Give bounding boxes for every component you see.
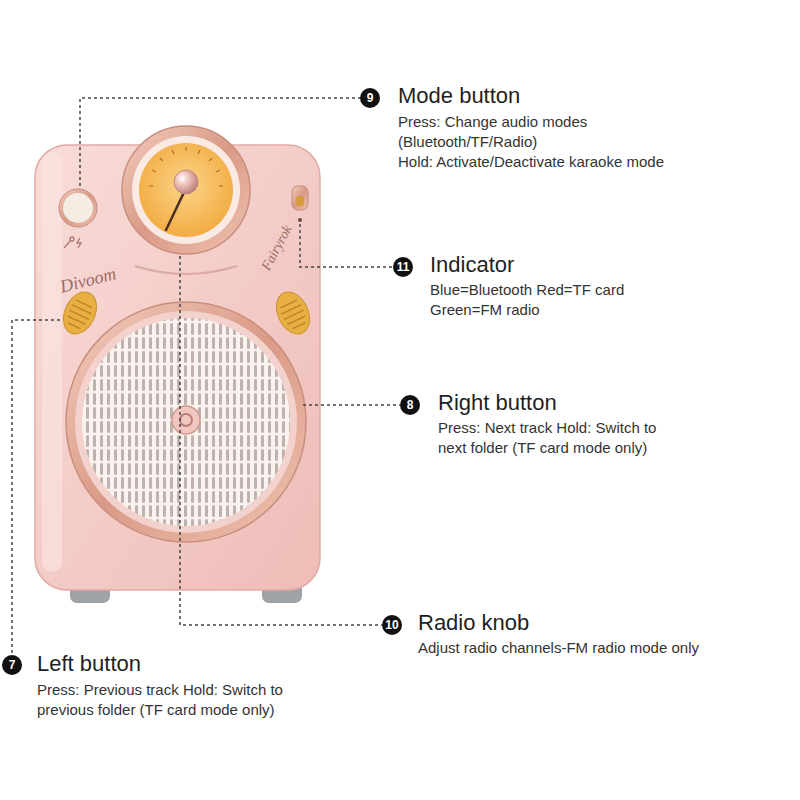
part-description: Hold: Activate/Deactivate karaoke mode: [398, 152, 788, 172]
housing-highlight: [42, 152, 62, 572]
part-name: Left button: [37, 651, 141, 676]
part-name: Radio knob: [418, 610, 529, 635]
mode-button-ring: [59, 189, 97, 227]
part-description: Blue=Bluetooth Red=TF card Green=FM radi…: [430, 280, 670, 320]
callout-number: 11: [397, 261, 410, 273]
part-name: Right button: [438, 390, 557, 415]
callout-disc: [2, 655, 22, 675]
grill-ring: [66, 302, 306, 542]
part-name: Indicator: [430, 252, 514, 277]
indicator-light: [296, 196, 304, 206]
brand-text: Fairyrok: [259, 223, 294, 273]
callout-discs: [2, 88, 420, 675]
dial-bezel: [132, 136, 240, 244]
leader-line: [180, 256, 382, 625]
mic-icon: [64, 237, 81, 248]
front-arc: [135, 266, 237, 274]
callout-disc: [360, 88, 380, 108]
brand-text: Divoom: [58, 264, 118, 295]
leader-lines: [12, 98, 400, 655]
callout-disc: [382, 615, 402, 635]
indicator-housing: [292, 186, 308, 210]
part-name: Mode button: [398, 83, 520, 108]
callout-number: 9: [367, 92, 374, 104]
grill-bezel: [75, 311, 297, 533]
leader-line: [303, 404, 400, 406]
leader-line: [300, 224, 393, 267]
leader-line: [80, 98, 360, 186]
callout-number: 8: [407, 399, 414, 411]
callout-disc: [393, 257, 413, 277]
leader-line: [12, 320, 60, 655]
part-description: Press: Previous track Hold: Switch to pr…: [37, 680, 295, 720]
radio-knob: [174, 170, 198, 194]
part-description: Press: Next track Hold: Switch to next f…: [438, 418, 666, 458]
dial-face: [139, 143, 233, 237]
grill-badge: [172, 406, 200, 434]
callout-disc: [400, 395, 420, 415]
dial-ring: [122, 126, 250, 254]
callout-number: 7: [9, 659, 16, 671]
grill-badge-mark: [180, 414, 192, 426]
indicator-dot: [298, 218, 302, 222]
right-button: [270, 287, 316, 340]
callout-number: 10: [385, 619, 398, 631]
part-description: Press: Change audio modes (Bluetooth/TF/…: [398, 112, 648, 152]
mode-button: [63, 193, 93, 223]
speaker-grill: [82, 318, 290, 526]
part-description: Adjust radio channels-FM radio mode only: [418, 638, 788, 658]
